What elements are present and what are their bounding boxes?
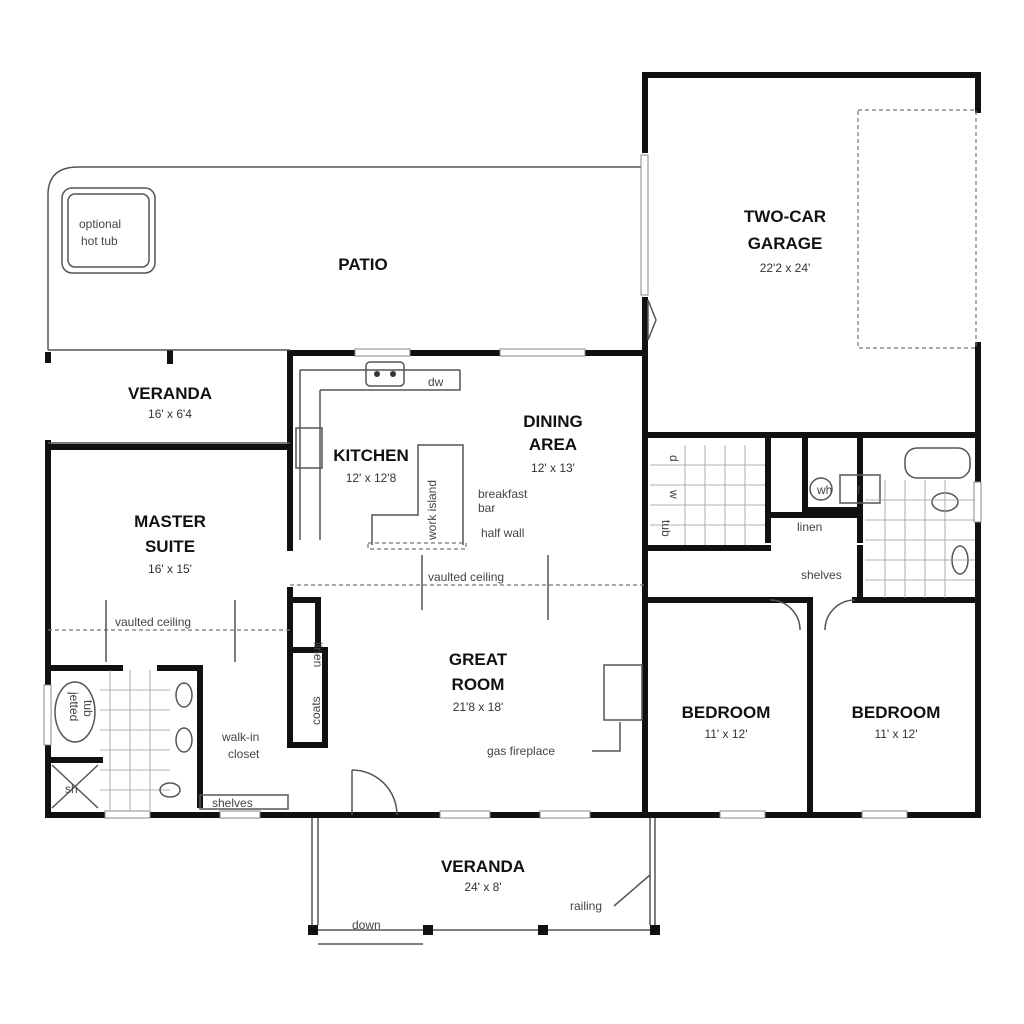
room-label-great-room-2: ROOM [452,675,505,694]
dryer-label: d [667,455,681,462]
hot-tub [61,187,156,274]
breakfast-bar-label-2: bar [478,501,495,515]
room-dim-dining: 12' x 13' [531,461,575,475]
room-label-great-room: GREAT [449,650,508,669]
furnace-label: f [857,483,861,497]
vaulted-ceiling-master: vaulted ceiling [115,615,191,629]
half-wall-label: half wall [481,526,524,540]
laundry-tile [650,445,975,598]
coats-label: coats [309,696,323,725]
room-label-master: MASTER [134,512,206,531]
front-veranda-outline [311,818,656,931]
room-dim-garage: 22'2 x 24' [760,261,811,275]
jetted-tub-label: jetted [67,691,81,721]
hot-tub-label: optional [79,217,121,231]
dishwasher-label: dw [428,375,444,389]
room-dim-veranda-front: 24' x 8' [464,880,501,894]
patio-outline [47,166,645,350]
room-label-patio: PATIO [338,255,387,274]
room-label-dining: DINING [523,412,583,431]
shelves-label-hall: shelves [801,568,842,582]
exterior-walls [45,350,981,818]
railing-label: railing [570,899,602,913]
room-label-garage-2: GARAGE [748,234,823,253]
room-dim-bedroom-2: 11' x 12' [874,727,917,741]
walk-in-closet-label: walk-in [221,730,259,744]
room-label-master-2: SUITE [145,537,195,556]
room-label-kitchen: KITCHEN [333,446,409,465]
shower-label: sh [65,782,78,796]
room-label-dining-2: AREA [529,435,577,454]
room-label-veranda-front: VERANDA [441,857,525,876]
linen-label-master: linen [311,642,325,667]
room-label-veranda-rear: VERANDA [128,384,212,403]
walk-in-closet-label-2: closet [228,747,260,761]
room-dim-great-room: 21'8 x 18' [453,700,504,714]
linen-label-hall: linen [797,520,822,534]
laundry-tub-label: tub [659,520,673,537]
vaulted-ceiling-kitchen: vaulted ceiling [428,570,504,584]
hot-tub-label-2: hot tub [81,234,118,248]
breakfast-bar-label: breakfast [478,487,528,501]
garage-parking-area [857,109,977,349]
room-label-bedroom-2: BEDROOM [852,703,941,722]
room-label-bedroom-1: BEDROOM [682,703,771,722]
work-island-label: work island [425,480,439,541]
room-dim-kitchen: 12' x 12'8 [346,471,397,485]
room-label-garage: TWO-CAR [744,207,826,226]
room-dim-master: 16' x 15' [148,562,192,576]
water-heater-label: wh [816,483,832,497]
washer-label: w [667,489,681,499]
shelves-label-closet: shelves [212,796,253,810]
jetted-tub-label-2: tub [81,700,95,717]
down-label: down [352,918,381,932]
gas-fireplace-label: gas fireplace [487,744,555,758]
room-dim-veranda-rear: 16' x 6'4 [148,407,192,421]
room-dim-bedroom-1: 11' x 12' [704,727,747,741]
